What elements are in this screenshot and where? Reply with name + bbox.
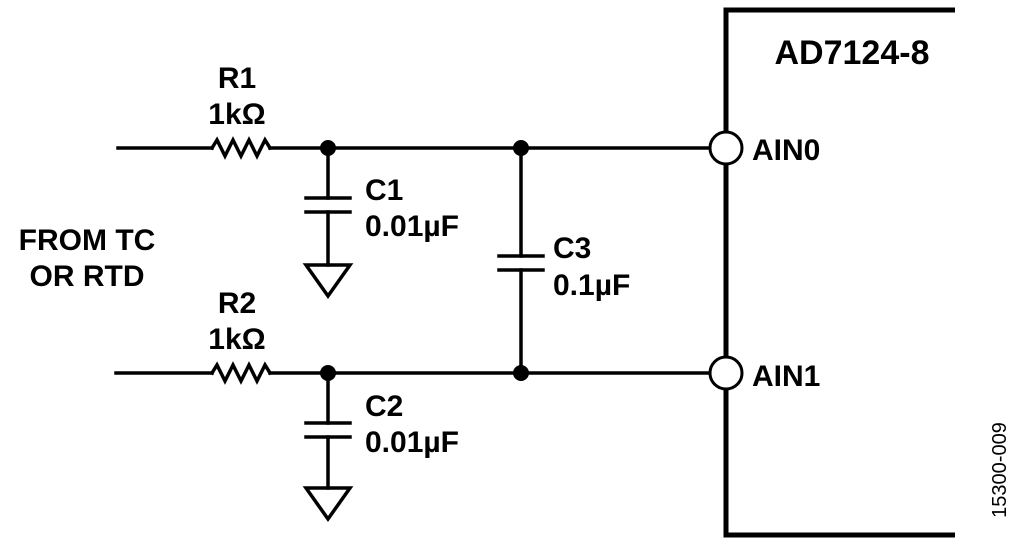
c1-value-label: 0.01µF bbox=[365, 210, 459, 243]
c3-ref-label: C3 bbox=[553, 232, 591, 265]
r1-value-label: 1kΩ bbox=[208, 98, 265, 131]
r2-value-label: 1kΩ bbox=[208, 323, 265, 356]
c2-ground-icon bbox=[302, 486, 354, 523]
c1-capacitor-symbol bbox=[304, 146, 352, 267]
figure-id: 15300-009 bbox=[989, 422, 1011, 518]
bottom-signal-wire bbox=[114, 361, 714, 385]
c3-capacitor-symbol bbox=[497, 146, 545, 375]
c3-value-label: 0.1µF bbox=[553, 269, 630, 302]
junction-dot-c3-bottom bbox=[513, 365, 529, 381]
c2-capacitor-symbol bbox=[304, 371, 352, 490]
source-label-line2: OR RTD bbox=[30, 260, 145, 293]
junction-dot-c2 bbox=[320, 365, 336, 381]
source-label-line1: FROM TC bbox=[19, 224, 156, 257]
c1-ground-icon bbox=[302, 263, 354, 300]
r1-ref-label: R1 bbox=[218, 62, 256, 95]
ain1-label: AIN1 bbox=[752, 360, 820, 393]
adc-chip-outline bbox=[723, 7, 955, 538]
ain1-pin-icon bbox=[708, 355, 744, 391]
ain0-label: AIN0 bbox=[752, 134, 820, 167]
junction-dot-c3-top bbox=[513, 140, 529, 156]
r2-ref-label: R2 bbox=[218, 287, 256, 320]
ain0-pin-icon bbox=[708, 130, 744, 166]
c1-ref-label: C1 bbox=[365, 174, 403, 207]
chip-name: AD7124-8 bbox=[775, 34, 930, 72]
r1-resistor-symbol bbox=[209, 136, 273, 160]
r2-resistor-symbol bbox=[209, 361, 273, 385]
junction-dot-c1 bbox=[320, 140, 336, 156]
c2-ref-label: C2 bbox=[365, 390, 403, 423]
c2-value-label: 0.01µF bbox=[365, 426, 459, 459]
top-signal-wire bbox=[116, 136, 714, 160]
